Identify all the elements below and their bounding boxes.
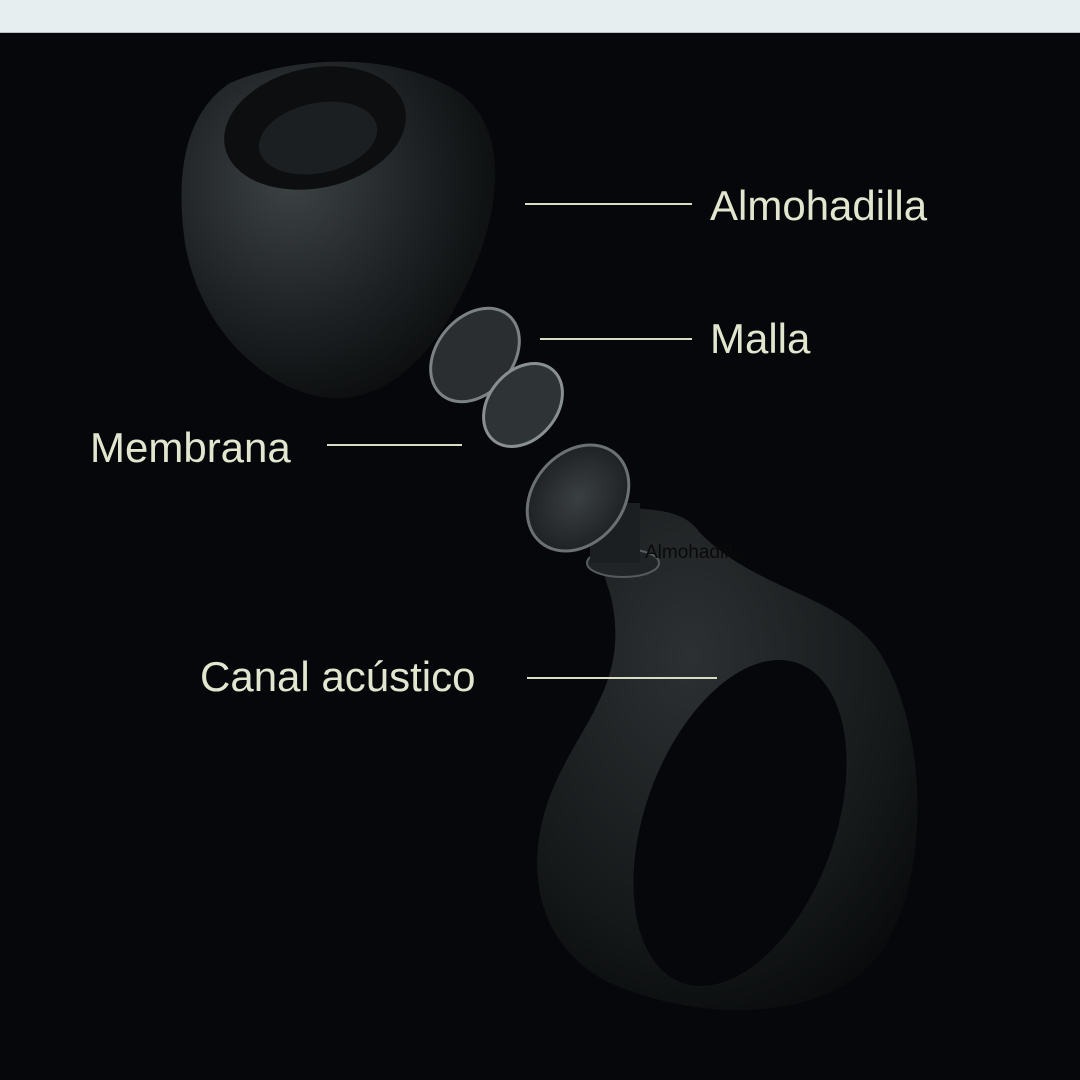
label-canal-acustico: Canal acústico	[200, 653, 476, 700]
leader-line-almohadilla	[525, 203, 692, 205]
ear-tip	[181, 61, 496, 399]
leader-line-membrana	[327, 444, 462, 446]
label-almohadilla: Almohadilla	[710, 182, 928, 229]
label-membrana: Membrana	[90, 424, 291, 471]
acoustic-canal	[525, 443, 918, 1011]
membrane-disc	[482, 362, 564, 448]
leader-line-malla	[540, 338, 692, 340]
overlay-text: Almohadilla	[645, 542, 744, 563]
earbud-exploded-illustration	[181, 61, 918, 1011]
label-malla: Malla	[710, 315, 811, 362]
leader-line-canal	[527, 677, 717, 679]
top-bar	[0, 0, 1080, 33]
